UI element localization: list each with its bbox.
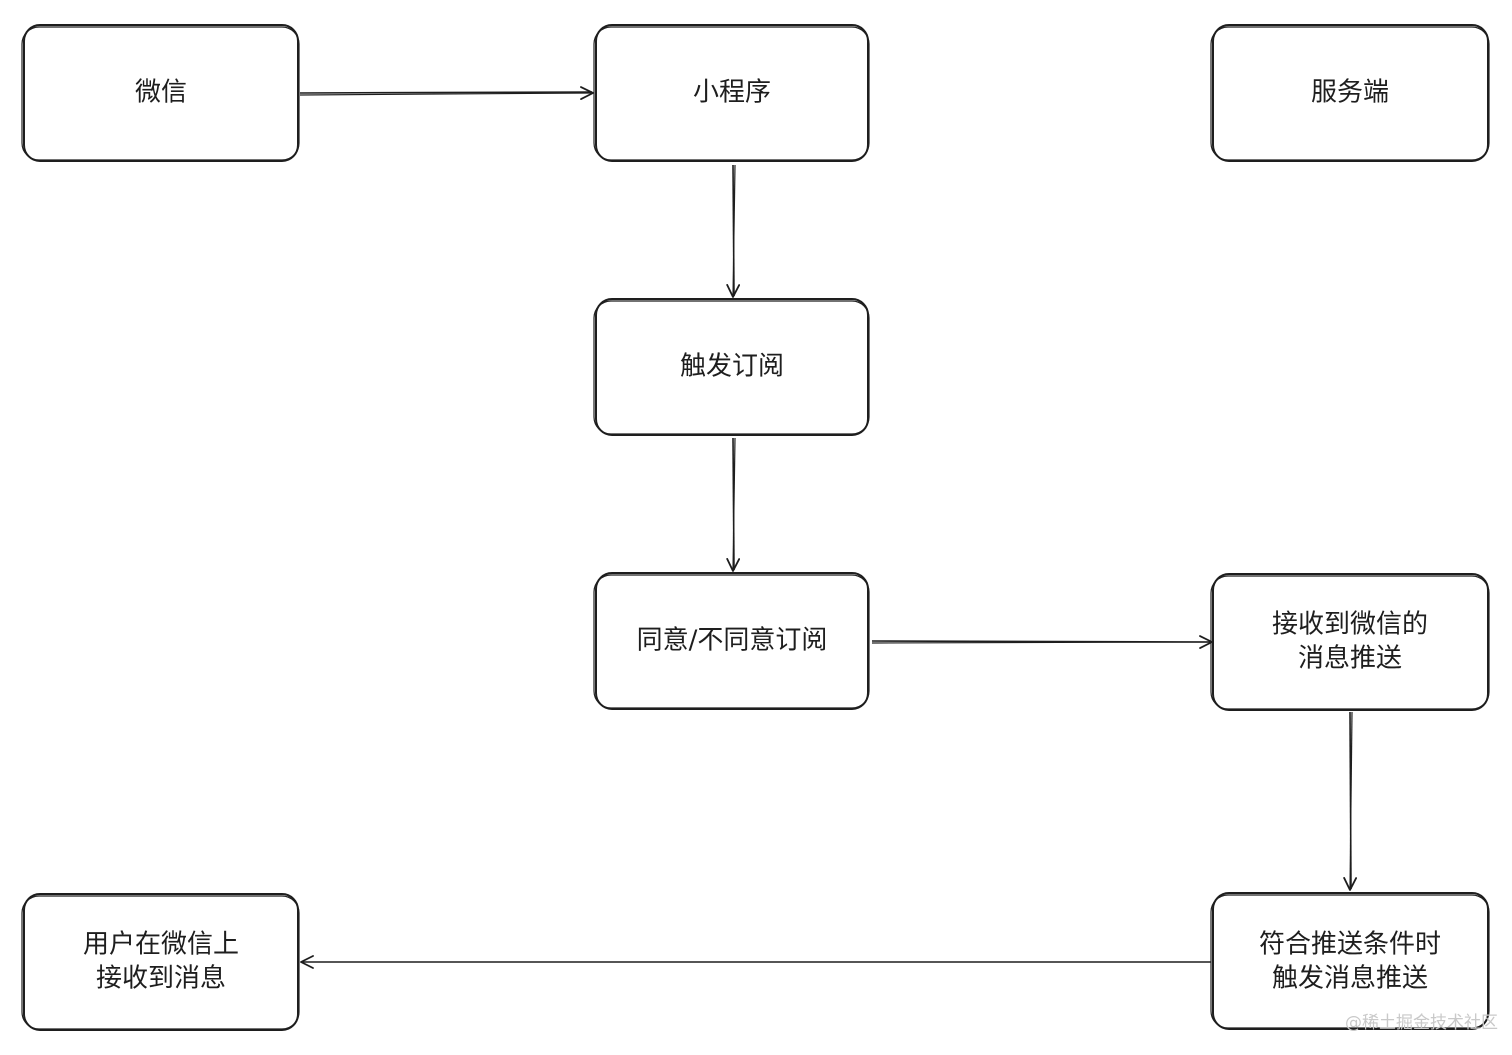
node-condition-push[interactable]: 符合推送条件时 触发消息推送 <box>1210 892 1490 1030</box>
edge-agree-subscribe-to-receive-push <box>871 635 1213 649</box>
node-user-receive-label-line2: 接收到消息 <box>96 964 226 994</box>
node-user-receive[interactable]: 用户在微信上 接收到消息 <box>21 893 300 1031</box>
node-trigger-subscribe-label: 触发订阅 <box>680 352 784 382</box>
watermark: @稀土掘金技术社区 <box>1345 1013 1498 1033</box>
edge-mini-program-to-trigger-subscribe <box>726 164 741 298</box>
node-wechat-label: 微信 <box>135 78 187 108</box>
edges <box>299 86 1358 969</box>
node-user-receive-label-line1: 用户在微信上 <box>83 930 239 960</box>
nodes: 微信 小程序 服务端 触发订阅 同意/不同意订阅 接收到微信的 消息推送 <box>21 24 1490 1031</box>
edge-trigger-subscribe-to-agree-subscribe <box>726 437 741 572</box>
node-mini-program[interactable]: 小程序 <box>593 24 870 162</box>
node-agree-subscribe-label: 同意/不同意订阅 <box>637 626 828 656</box>
node-mini-program-label: 小程序 <box>693 78 771 108</box>
node-agree-subscribe[interactable]: 同意/不同意订阅 <box>593 572 870 710</box>
node-server-label: 服务端 <box>1311 78 1389 108</box>
edge-receive-push-to-condition-push <box>1343 711 1358 891</box>
edge-wechat-to-mini-program <box>299 86 594 100</box>
node-condition-push-label-line1: 符合推送条件时 <box>1259 930 1441 960</box>
node-server[interactable]: 服务端 <box>1210 24 1490 162</box>
node-trigger-subscribe[interactable]: 触发订阅 <box>593 298 870 436</box>
node-wechat[interactable]: 微信 <box>21 24 300 162</box>
node-receive-push[interactable]: 接收到微信的 消息推送 <box>1210 573 1490 711</box>
node-receive-push-label-line1: 接收到微信的 <box>1272 610 1428 640</box>
node-receive-push-label-line2: 消息推送 <box>1298 644 1402 674</box>
node-condition-push-label-line2: 触发消息推送 <box>1272 964 1428 994</box>
